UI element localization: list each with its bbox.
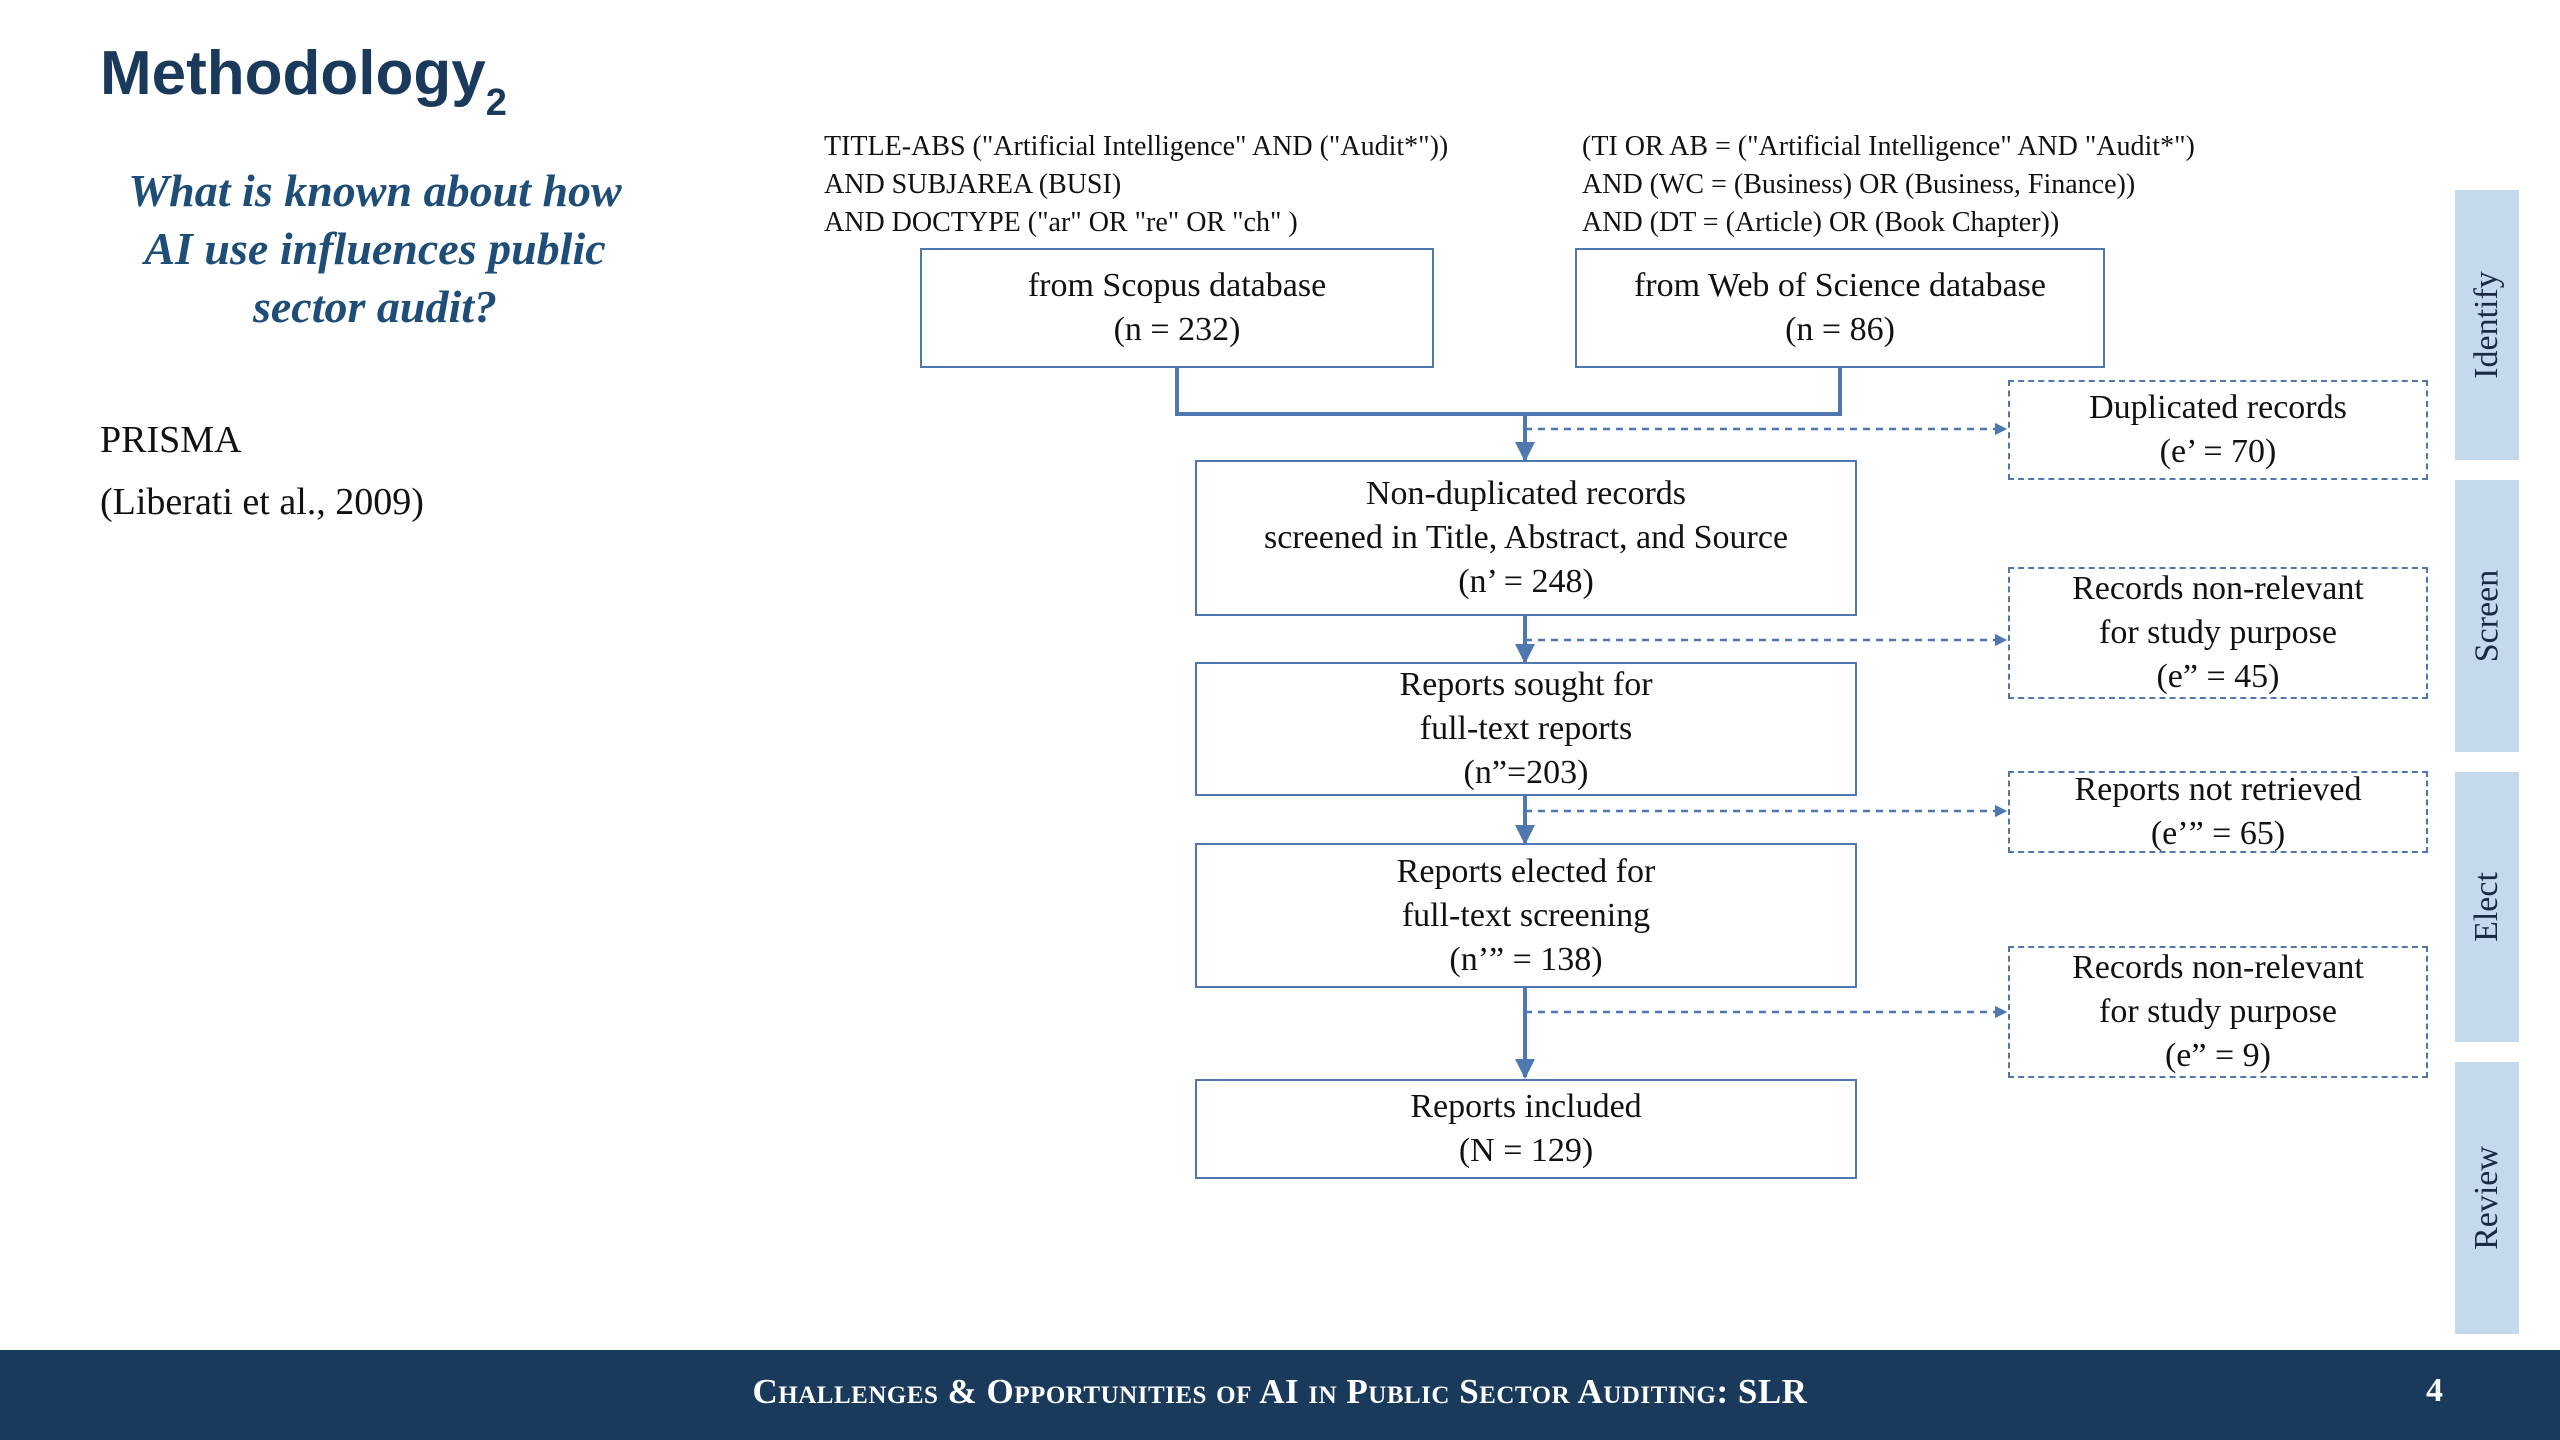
nonrelevant-box-2: Records non-relevant for study purpose (… xyxy=(2008,946,2428,1078)
page-number: 4 xyxy=(2426,1372,2443,1409)
box-line: for study purpose xyxy=(2099,993,2337,1030)
scopus-box: from Scopus database (n = 232) xyxy=(920,248,1434,368)
footer-title: Challenges & Opportunities of AI in Publ… xyxy=(752,1372,1808,1411)
box-line: screened in Title, Abstract, and Source xyxy=(1263,519,1789,556)
phase-elect: Elect xyxy=(2455,772,2519,1042)
question-line: What is known about how xyxy=(128,165,622,216)
box-line: Reports elected for xyxy=(1396,852,1656,890)
box-line: Reports not retrieved xyxy=(2074,771,2362,808)
box-line: Reports sought for xyxy=(1399,666,1653,703)
box-line: (e’” = 65) xyxy=(2150,815,2286,852)
phase-label: Elect xyxy=(2468,872,2505,942)
wos-box: from Web of Science database (n = 86) xyxy=(1575,248,2105,368)
phase-label: Identify xyxy=(2468,271,2506,379)
phase-screen: Screen xyxy=(2455,480,2519,752)
box-line: Records non-relevant xyxy=(2072,570,2364,607)
research-question: What is known about how AI use influence… xyxy=(70,162,680,336)
question-line: sector audit? xyxy=(252,281,498,332)
slide-title: Methodology2 xyxy=(100,39,507,124)
wos-query: (TI OR AB = ("Artificial Intelligence" A… xyxy=(1582,128,2195,242)
box-line: (N = 129) xyxy=(1458,1132,1594,1169)
box-line: full-text screening xyxy=(1401,896,1651,934)
box-line: (n”=203) xyxy=(1463,754,1589,791)
box-line: (e” = 9) xyxy=(2164,1037,2271,1074)
box-line: Reports included xyxy=(1410,1088,1642,1125)
phase-label: Review xyxy=(2468,1146,2506,1250)
title-subscript: 2 xyxy=(485,81,507,124)
query-line: (TI OR AB = ("Artificial Intelligence" A… xyxy=(1582,131,2195,162)
query-line: AND SUBJAREA (BUSI) xyxy=(824,169,1122,200)
box-line: (e’ = 70) xyxy=(2159,433,2277,470)
query-line: TITLE-ABS ("Artificial Intelligence" AND… xyxy=(824,131,1449,162)
box-line: Non-duplicated records xyxy=(1365,475,1687,512)
included-box: Reports included (N = 129) xyxy=(1195,1079,1857,1179)
method-citation: (Liberati et al., 2009) xyxy=(100,481,424,523)
query-line: AND DOCTYPE ("ar" OR "re" OR "ch" ) xyxy=(824,207,1298,238)
query-line: AND (DT = (Article) OR (Book Chapter)) xyxy=(1582,207,2060,238)
box-line: for study purpose xyxy=(2099,614,2337,651)
elected-box: Reports elected for full-text screening … xyxy=(1195,843,1857,988)
scopus-query: TITLE-ABS ("Artificial Intelligence" AND… xyxy=(824,128,1448,242)
query-line: AND (WC = (Business) OR (Business, Finan… xyxy=(1582,169,2136,200)
nonrelevant-box-1: Records non-relevant for study purpose (… xyxy=(2008,567,2428,699)
sought-box: Reports sought for full-text reports (n”… xyxy=(1195,662,1857,796)
question-line: AI use influences public xyxy=(144,223,606,274)
box-line: (n = 232) xyxy=(1113,311,1241,348)
merge-connector xyxy=(1175,368,1842,416)
nondup-box: Non-duplicated records screened in Title… xyxy=(1195,460,1857,616)
phase-label: Screen xyxy=(2468,569,2506,663)
method-label: PRISMA xyxy=(100,419,242,461)
phase-review: Review xyxy=(2455,1062,2519,1334)
box-line: from Scopus database xyxy=(1027,267,1327,304)
box-line: Duplicated records xyxy=(2089,389,2347,426)
box-line: (n’ = 248) xyxy=(1458,563,1594,600)
not-retrieved-box: Reports not retrieved (e’” = 65) xyxy=(2008,771,2428,853)
box-line: (n = 86) xyxy=(1785,311,1895,348)
slide-footer: Challenges & Opportunities of AI in Publ… xyxy=(0,1350,2560,1440)
box-line: (e” = 45) xyxy=(2156,658,2280,695)
box-line: (n’” = 138) xyxy=(1449,940,1603,978)
box-line: Records non-relevant xyxy=(2072,949,2364,986)
box-line: from Web of Science database xyxy=(1633,267,2047,304)
phase-identify: Identify xyxy=(2455,190,2519,460)
duplicated-box: Duplicated records (e’ = 70) xyxy=(2008,380,2428,480)
box-line: full-text reports xyxy=(1419,710,1633,747)
